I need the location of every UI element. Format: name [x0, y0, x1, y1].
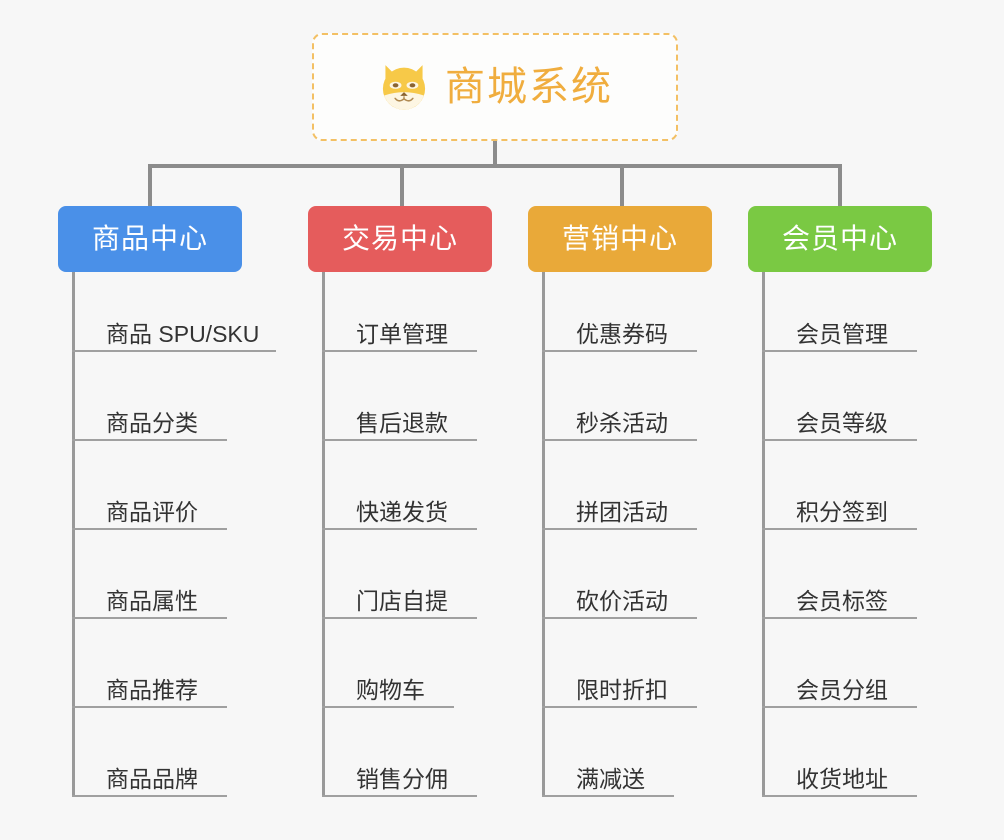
leaf-label: 快递发货	[356, 499, 448, 525]
leaf-underline	[72, 439, 227, 441]
leaf-label: 会员标签	[796, 588, 888, 614]
leaf-label: 秒杀活动	[576, 410, 668, 436]
dog-face-icon	[382, 65, 426, 110]
leaf-underline	[542, 528, 697, 530]
connector-horizontal-bar	[148, 164, 840, 168]
leaf-label: 商品属性	[106, 588, 198, 614]
leaf-label: 会员分组	[796, 677, 888, 703]
leaf-label: 商品推荐	[106, 677, 198, 703]
leaf-label: 限时折扣	[576, 677, 668, 703]
leaf-underline	[762, 706, 917, 708]
connector-drop-4	[838, 164, 842, 206]
leaf-underline	[542, 795, 674, 797]
root-node[interactable]: 商城系统	[312, 33, 678, 141]
category-label: 会员中心	[781, 223, 898, 254]
leaf-underline	[322, 439, 477, 441]
leaf-label: 拼团活动	[576, 499, 668, 525]
leaf-underline	[72, 617, 227, 619]
category-box-1[interactable]: 商品中心	[58, 206, 242, 272]
category-label: 营销中心	[561, 223, 678, 254]
leaf-label: 购物车	[356, 677, 425, 703]
leaf-underline	[762, 617, 917, 619]
leaf-underline	[72, 528, 227, 530]
leaf-underline	[542, 617, 697, 619]
leaf-underline	[762, 350, 917, 352]
leaf-label: 订单管理	[356, 321, 448, 347]
leaf-label: 优惠券码	[576, 321, 668, 347]
leaf-underline	[72, 350, 276, 352]
root-title: 商城系统	[445, 65, 613, 109]
leaf-underline	[542, 350, 697, 352]
leaf-label: 销售分佣	[356, 766, 448, 792]
leaf-label: 售后退款	[356, 410, 448, 436]
column-spine	[72, 272, 75, 797]
leaf-label: 门店自提	[356, 588, 448, 614]
connector-root-stem	[493, 141, 497, 167]
leaf-underline	[762, 439, 917, 441]
leaf-label: 商品评价	[106, 499, 198, 525]
leaf-label: 收货地址	[796, 766, 888, 792]
leaf-underline	[322, 795, 477, 797]
leaf-underline	[542, 706, 697, 708]
leaf-underline	[72, 706, 227, 708]
column-spine	[542, 272, 545, 797]
column-spine	[762, 272, 765, 797]
leaf-underline	[322, 617, 477, 619]
leaf-label: 满减送	[576, 766, 645, 792]
category-box-2[interactable]: 交易中心	[308, 206, 492, 272]
leaf-underline	[542, 439, 697, 441]
column-spine	[322, 272, 325, 797]
leaf-underline	[322, 706, 454, 708]
category-box-3[interactable]: 营销中心	[528, 206, 712, 272]
category-box-4[interactable]: 会员中心	[748, 206, 932, 272]
leaf-underline	[322, 350, 477, 352]
connector-drop-1	[148, 164, 152, 206]
category-label: 交易中心	[341, 223, 458, 254]
category-label: 商品中心	[91, 223, 208, 254]
connector-drop-2	[400, 164, 404, 206]
leaf-underline	[322, 528, 477, 530]
leaf-underline	[762, 795, 917, 797]
leaf-label: 会员管理	[796, 321, 888, 347]
leaf-underline	[72, 795, 227, 797]
leaf-underline	[762, 528, 917, 530]
leaf-label: 砍价活动	[576, 588, 668, 614]
leaf-label: 商品分类	[106, 410, 198, 436]
connector-drop-3	[620, 164, 624, 206]
leaf-label: 会员等级	[796, 410, 888, 436]
leaf-label: 积分签到	[796, 499, 888, 525]
leaf-label: 商品 SPU/SKU	[106, 321, 260, 347]
leaf-label: 商品品牌	[106, 766, 198, 792]
